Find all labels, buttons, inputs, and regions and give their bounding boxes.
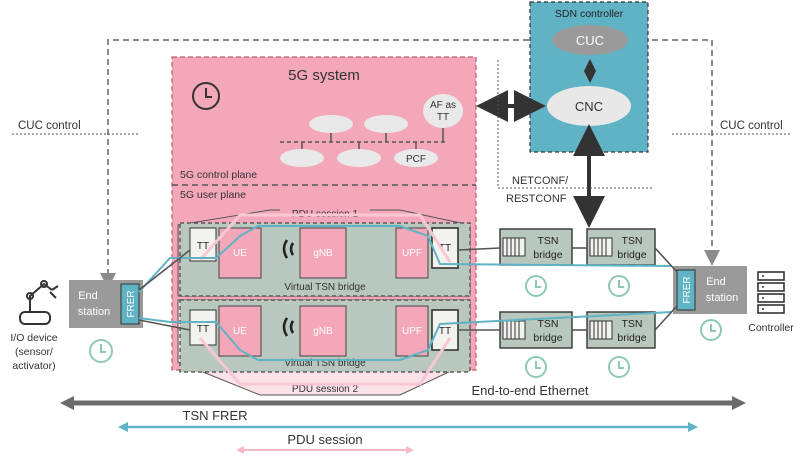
5g-system-clock-icon — [192, 82, 220, 110]
af-label-line2: TT — [437, 112, 449, 123]
svg-text:bridge: bridge — [533, 332, 562, 344]
control-plane-label: 5G control plane — [180, 169, 257, 181]
svg-text:End: End — [78, 290, 98, 302]
physical-links — [138, 247, 678, 331]
5g-system-title: 5G system — [288, 67, 360, 84]
cuc-node — [552, 25, 628, 55]
cuc-control-left-label: CUC control — [18, 120, 81, 132]
e2e-ethernet-arrow — [60, 396, 746, 410]
upf-1-label: UPF — [402, 248, 422, 259]
gnb-2-label: gNB — [313, 326, 333, 337]
pcf-label: PCF — [406, 154, 426, 165]
svg-text:station: station — [78, 306, 110, 318]
netconf-line2: RESTCONF — [506, 193, 567, 205]
upf-box-1 — [395, 227, 429, 279]
cnc-node — [547, 86, 631, 126]
svg-text:TSN: TSN — [538, 318, 559, 330]
io-device-line3: activator) — [12, 360, 55, 372]
end-station-left: End station FRER — [69, 280, 143, 328]
netconf-boundary — [497, 60, 652, 189]
svg-text:bridge: bridge — [617, 249, 646, 261]
tsn-bridge-1: TSN bridge — [499, 228, 573, 266]
user-plane-label: 5G user plane — [180, 189, 246, 201]
sdn-controller-box — [529, 1, 649, 153]
upf-box-2 — [395, 305, 429, 357]
ue-box-2 — [218, 305, 262, 357]
svg-text:End: End — [706, 276, 726, 288]
cuc-control-right-label: CUC control — [720, 120, 783, 132]
svg-text:TSN: TSN — [622, 318, 643, 330]
gnb-1-label: gNB — [313, 248, 333, 259]
svg-text:FRER: FRER — [682, 276, 693, 303]
io-device-line1: I/O device — [10, 332, 57, 344]
svg-text:TSN: TSN — [538, 235, 559, 247]
netconf-line1: NETCONF/ — [512, 175, 569, 187]
svg-text:FRER: FRER — [126, 290, 137, 317]
gnb-box-2 — [299, 305, 347, 357]
tsn-frer-arrow — [118, 422, 698, 432]
svg-text:TSN: TSN — [622, 235, 643, 247]
radio-waves-icon-1 — [282, 239, 295, 259]
cuc-label: CUC — [576, 33, 604, 48]
sdn-controller-title: SDN controller — [555, 8, 624, 20]
tsn-frer-label: TSN FRER — [183, 408, 248, 423]
pdu-session-arrow — [236, 446, 414, 454]
gnb-box-1 — [299, 227, 347, 279]
tsn-bridge-2: TSN bridge — [586, 228, 656, 266]
tt-right-2-label: TT — [439, 326, 451, 337]
svg-text:bridge: bridge — [617, 332, 646, 344]
controller-label: Controller — [748, 322, 794, 334]
cuc-control-links — [12, 32, 790, 289]
radio-waves-icon-2 — [282, 317, 295, 337]
af-label-line1: AF as — [430, 100, 456, 111]
svg-text:station: station — [706, 292, 738, 304]
tt-left-1-label: TT — [197, 241, 209, 252]
control-plane-functions — [280, 94, 463, 167]
tsn-bridge-4: TSN bridge — [586, 311, 656, 349]
server-icon — [757, 271, 785, 314]
e2e-ethernet-label: End-to-end Ethernet — [471, 383, 588, 398]
clock-icon — [89, 275, 722, 378]
svg-text:bridge: bridge — [533, 249, 562, 261]
tt-right-1 — [431, 227, 459, 269]
robot-arm-icon — [19, 280, 59, 325]
pdu-tunnel-lines — [198, 213, 452, 386]
data-paths — [138, 225, 673, 361]
end-station-right: FRER End station — [673, 266, 747, 314]
ue-2-label: UE — [233, 326, 247, 337]
virtual-bridge-2-label: Virtual TSN bridge — [284, 358, 366, 369]
tt-right-1-label: TT — [439, 243, 451, 254]
upf-2-label: UPF — [402, 326, 422, 337]
cnc-label: CNC — [575, 99, 603, 114]
virtual-bridge-1-label: Virtual TSN bridge — [284, 282, 366, 293]
tt-left-2-label: TT — [197, 324, 209, 335]
io-device-line2: (sensor/ — [15, 346, 53, 358]
pdu-session-label: PDU session — [287, 432, 362, 447]
ue-1-label: UE — [233, 248, 247, 259]
pdu-session-2-label: PDU session 2 — [292, 384, 359, 395]
